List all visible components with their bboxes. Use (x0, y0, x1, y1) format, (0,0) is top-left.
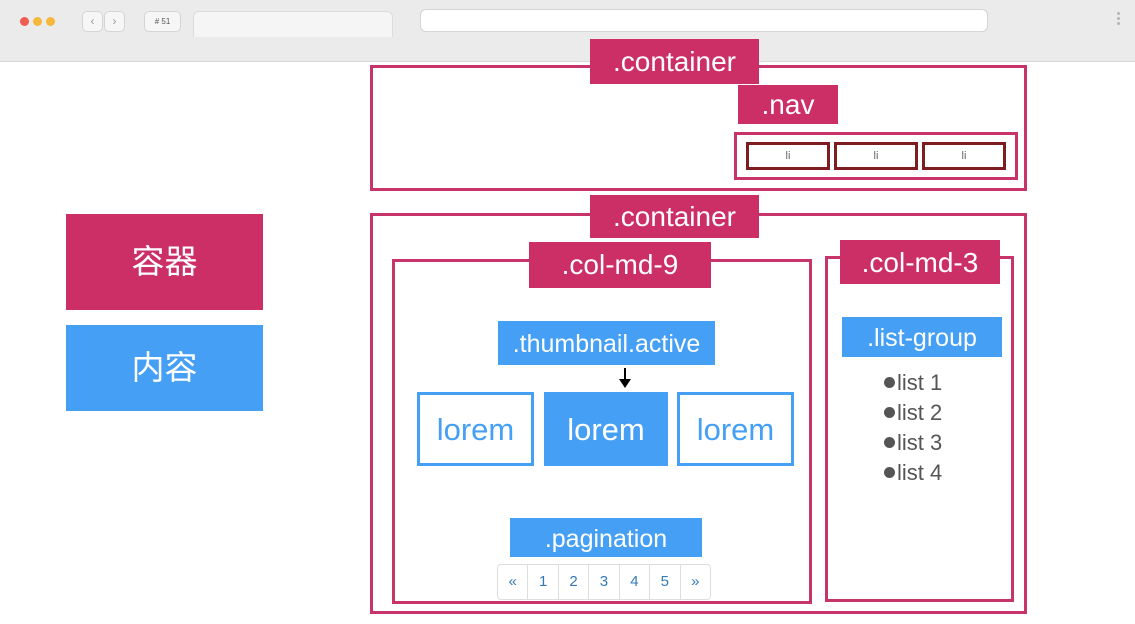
bullet-icon (884, 407, 895, 418)
bullet-icon (884, 437, 895, 448)
pagination-prev[interactable]: « (498, 565, 529, 599)
more-options-icon[interactable] (1117, 12, 1121, 28)
list-group-label: .list-group (842, 317, 1002, 357)
list-item-text: list 1 (897, 370, 943, 395)
thumbnail-active-label: .thumbnail.active (498, 321, 715, 365)
pagination-page[interactable]: 2 (559, 565, 590, 599)
col-md-9-label: .col-md-9 (529, 242, 711, 288)
col-md-3-label: .col-md-3 (840, 240, 1000, 284)
forward-button[interactable]: › (104, 11, 125, 32)
pagination-page[interactable]: 1 (528, 565, 559, 599)
list-item-text: list 4 (897, 460, 943, 485)
pagination-page[interactable]: 4 (620, 565, 651, 599)
list-item[interactable]: list 3 (884, 428, 942, 458)
pagination: « 1 2 3 4 5 » (497, 564, 711, 600)
list-item[interactable]: list 4 (884, 458, 942, 488)
thumbnail-active[interactable]: lorem (544, 392, 668, 466)
thumbnail[interactable]: lorem (417, 392, 534, 466)
bullet-icon (884, 467, 895, 478)
legend-content: 内容 (66, 325, 263, 411)
minimize-window-button[interactable] (33, 17, 42, 26)
pagination-page[interactable]: 3 (589, 565, 620, 599)
pagination-next[interactable]: » (691, 573, 700, 590)
legend-container: 容器 (66, 214, 263, 310)
browser-tab[interactable] (193, 11, 393, 37)
list-item-text: list 2 (897, 400, 943, 425)
chevron-right-icon: › (112, 14, 117, 28)
bullet-icon (884, 377, 895, 388)
top-container-label: .container (590, 39, 759, 84)
nav-item: li (746, 142, 830, 170)
address-bar[interactable] (420, 9, 988, 32)
tab-count-button[interactable]: # 51 (144, 11, 181, 32)
list-item[interactable]: list 1 (884, 368, 942, 398)
pagination-label: .pagination (510, 518, 702, 557)
list-item-text: list 3 (897, 430, 943, 455)
list-item[interactable]: list 2 (884, 398, 942, 428)
thumbnail[interactable]: lorem (677, 392, 794, 466)
nav-label: .nav (738, 85, 838, 124)
browser-toolbar: ‹ › # 51 (0, 0, 1135, 62)
back-button[interactable]: ‹ (82, 11, 103, 32)
chevron-left-icon: ‹ (90, 14, 95, 28)
maximize-window-button[interactable] (46, 17, 55, 26)
nav-item: li (834, 142, 918, 170)
arrow-down-icon (619, 368, 631, 388)
main-container-label: .container (590, 195, 759, 238)
nav-item: li (922, 142, 1006, 170)
close-window-button[interactable] (20, 17, 29, 26)
nav-box (734, 132, 1018, 180)
list-group: list 1 list 2 list 3 list 4 (884, 368, 942, 488)
pagination-page[interactable]: 5 (650, 565, 681, 599)
